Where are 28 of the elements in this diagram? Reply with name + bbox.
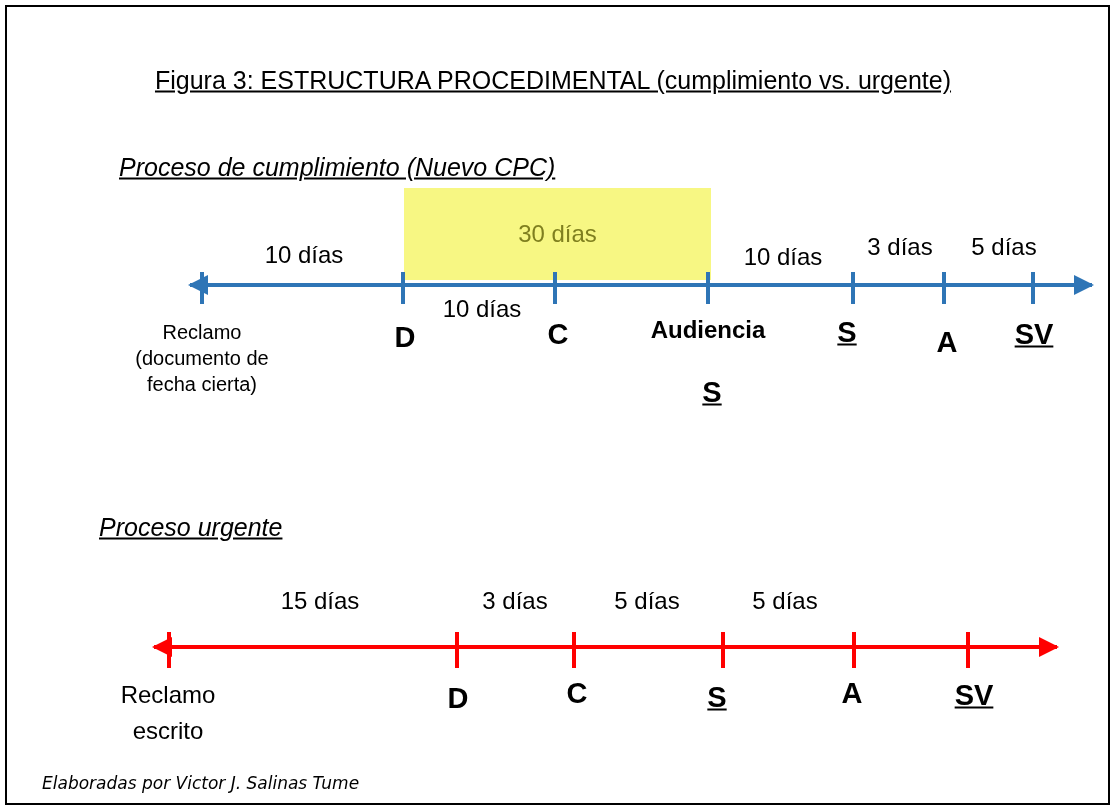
event-letter: A <box>841 676 863 710</box>
duration-label: 10 días <box>743 243 823 271</box>
duration-label: 3 días <box>482 587 548 615</box>
duration-label: 15 días <box>280 587 360 615</box>
credit-note: Elaboradas por Victor J. Salinas Tume <box>42 773 360 793</box>
event-letter: A <box>936 325 958 359</box>
event-letter: D <box>447 681 469 715</box>
duration-label: 10 días <box>264 241 344 269</box>
section-heading: Proceso de cumplimiento (Nuevo CPC) <box>119 152 556 182</box>
duration-label: 5 días <box>971 233 1037 261</box>
event-letter: S <box>707 680 727 714</box>
duration-label: 5 días <box>614 587 680 615</box>
event-name: Reclamo escrito <box>119 680 217 746</box>
event-letter: D <box>394 320 416 354</box>
event-letter: S <box>837 315 857 349</box>
duration-label: 10 días <box>442 295 522 323</box>
event-letter: S <box>702 375 722 409</box>
duration-label: 5 días <box>752 587 818 615</box>
event-name: Audiencia <box>650 316 766 344</box>
figure-title: Figura 3: ESTRUCTURA PROCEDIMENTAL (cumplimiento vs. urgente) <box>155 65 951 95</box>
event-letter: C <box>566 676 588 710</box>
event-letter: C <box>547 317 569 351</box>
section-heading: Proceso urgente <box>99 512 283 542</box>
event-name: Reclamo (documento de fecha cierta) <box>134 320 270 397</box>
highlight-band: 30 días <box>404 188 711 280</box>
duration-label: 3 días <box>867 233 933 261</box>
event-letter: SV <box>1014 317 1054 351</box>
event-letter: SV <box>954 678 994 712</box>
